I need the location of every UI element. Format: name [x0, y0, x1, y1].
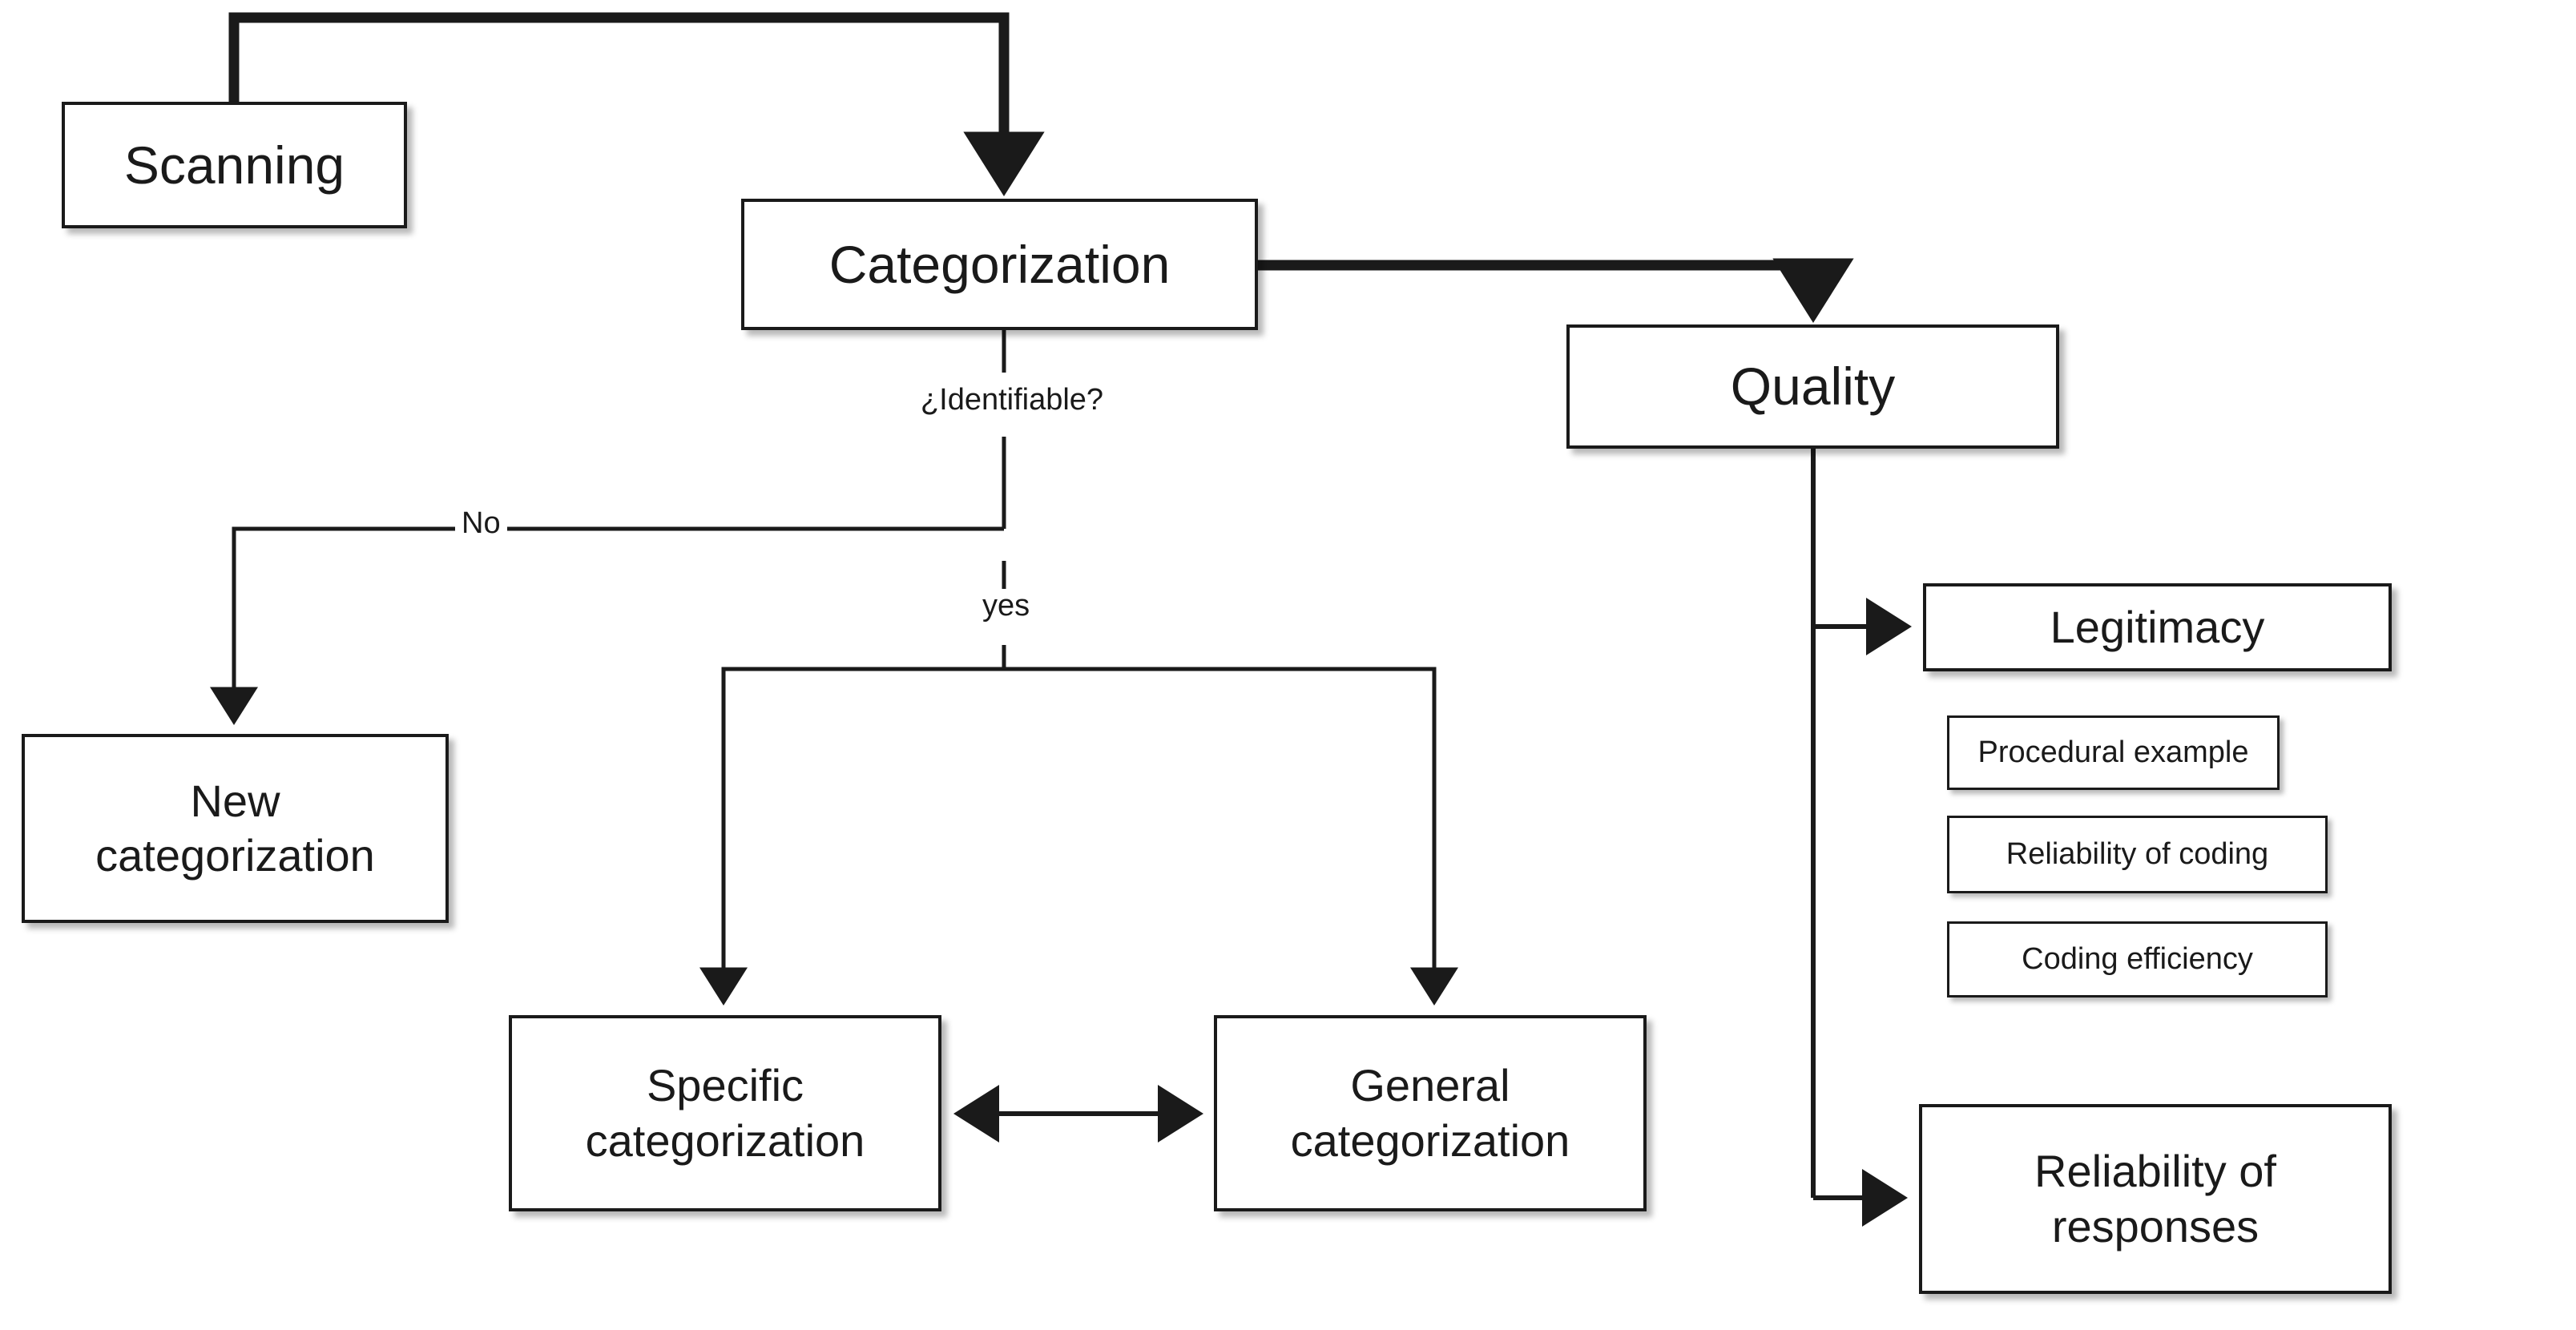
node-procedural-example[interactable]: Procedural example	[1947, 715, 2280, 790]
node-specific-categorization[interactable]: Specific categorization	[509, 1015, 941, 1211]
edge-decision-yes-split	[699, 561, 1458, 1006]
edge-label-yes: yes	[976, 589, 1037, 623]
edge-label-identifiable-text: ¿Identifiable?	[920, 383, 1104, 417]
node-reliability-of-responses[interactable]: Reliability of responses	[1919, 1104, 2392, 1294]
edge-label-identifiable: ¿Identifiable?	[861, 383, 1163, 417]
node-new-categorization[interactable]: New categorization	[22, 734, 449, 923]
node-procedural-example-label: Procedural example	[1977, 736, 2249, 770]
node-categorization[interactable]: Categorization	[741, 199, 1258, 330]
node-scanning-label: Scanning	[123, 135, 345, 195]
node-reliability-of-responses-label: Reliability of responses	[2034, 1146, 2276, 1251]
edge-quality-branches	[1811, 449, 1912, 1227]
node-general-categorization-label: General categorization	[1290, 1060, 1570, 1166]
node-scanning[interactable]: Scanning	[62, 102, 407, 228]
node-reliability-of-coding-label: Reliability of coding	[2006, 837, 2269, 872]
node-legitimacy[interactable]: Legitimacy	[1923, 583, 2392, 671]
edge-categorization-to-quality	[1258, 258, 1854, 324]
edge-label-yes-text: yes	[982, 589, 1030, 623]
node-coding-efficiency-label: Coding efficiency	[2022, 942, 2253, 977]
node-quality[interactable]: Quality	[1566, 324, 2059, 449]
node-categorization-label: Categorization	[828, 234, 1171, 294]
node-general-categorization[interactable]: General categorization	[1214, 1015, 1647, 1211]
node-reliability-of-coding[interactable]: Reliability of coding	[1947, 816, 2328, 893]
node-coding-efficiency[interactable]: Coding efficiency	[1947, 921, 2328, 998]
node-legitimacy-label: Legitimacy	[2050, 601, 2265, 652]
node-new-categorization-label: New categorization	[95, 775, 375, 881]
edge-label-no: No	[455, 506, 507, 541]
node-specific-categorization-label: Specific categorization	[585, 1060, 865, 1166]
edge-label-no-text: No	[462, 506, 501, 540]
node-quality-label: Quality	[1730, 357, 1896, 417]
edge-decision-no-to-new-categorization	[210, 526, 1004, 725]
